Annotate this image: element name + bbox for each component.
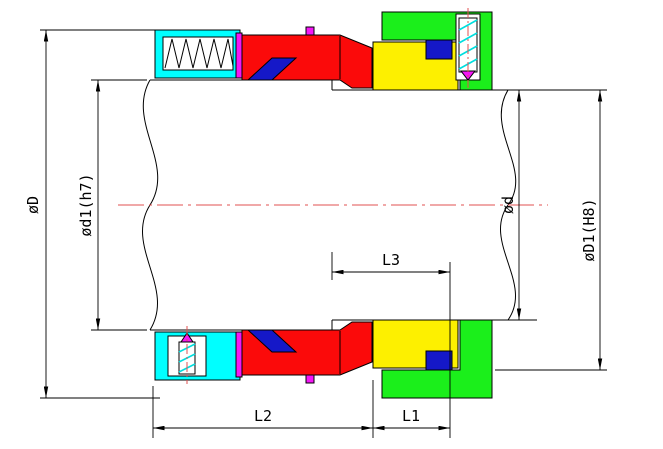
drive-gasket-strip-top	[235, 32, 243, 79]
dim-label-length-l1: L1	[402, 407, 420, 425]
elastomer-wedge-bottom	[246, 329, 298, 353]
dim-label-length-l3: L3	[382, 251, 400, 269]
dim-label-sleeve-diameter: ød1(h7)	[77, 173, 95, 236]
dim-label-outer-diameter: øD	[24, 196, 42, 214]
gasket-square-top	[305, 26, 315, 36]
drive-gasket-strip-bottom	[235, 331, 243, 378]
dim-label-seat-bore-diameter: øD1(H8)	[580, 198, 598, 261]
elastomer-wedge-top	[246, 57, 298, 81]
bottom-seal-assembly	[154, 319, 493, 399]
dimensions: øD ød1(h7) ød øD1(H8) L3 L2 L1	[24, 29, 607, 438]
top-seal-assembly	[154, 8, 493, 91]
spring-coil	[164, 38, 234, 69]
gland-plate-bottom	[381, 319, 493, 399]
dim-label-length-l2: L2	[254, 407, 272, 425]
spring-window-top	[162, 36, 234, 71]
screw-hatch-line	[458, 19, 478, 31]
gasket-square-bottom	[305, 374, 315, 384]
dim-label-shaft-diameter: ød	[499, 196, 517, 214]
screw-hatch-line	[458, 32, 478, 44]
screw-tip-bottom	[180, 332, 194, 343]
